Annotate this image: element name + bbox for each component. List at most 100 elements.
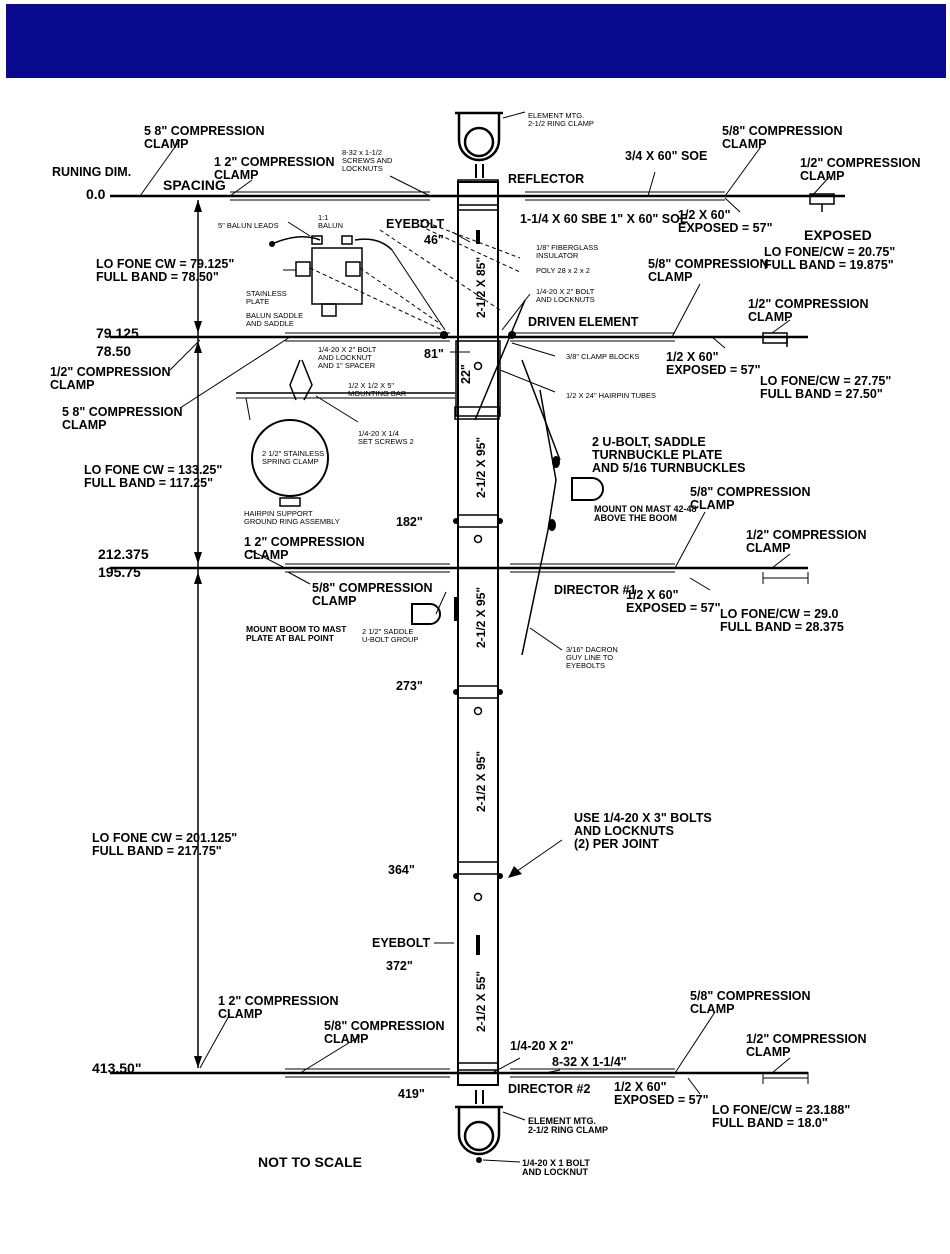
element-mtg-label: ELEMENT MTG.2-1/2 RING CLAMP [528, 111, 594, 128]
element-mtg-bottom-label: ELEMENT MTG.2-1/2 RING CLAMP [528, 1116, 608, 1135]
d1-dims: 1/2 X 60"EXPOSED = 57" [626, 588, 721, 615]
spacing-label: SPACING [163, 177, 226, 193]
spring-clamp [251, 419, 329, 497]
boom: 2-1/2 X 85" 2-1/2 X 95" 2-1/2 X 95" 2-1/… [453, 181, 503, 1086]
position-182: 182" [396, 515, 423, 529]
boom-hole [473, 361, 483, 371]
dim-22: 22" [459, 364, 473, 384]
reflector-element [110, 191, 845, 212]
eyebolt [476, 230, 480, 244]
exposed-label: EXPOSED [804, 227, 872, 243]
lofone-3: LO FONE CW = 201.125"FULL BAND = 217.75" [92, 831, 237, 858]
de-position-a: 79.125 [96, 325, 139, 341]
leader-lines [139, 139, 831, 1095]
d2-lofone: LO FONE/CW = 23.188"FULL BAND = 18.0" [712, 1103, 850, 1130]
boom-hole [473, 706, 483, 716]
mast-plate-bolt [454, 597, 458, 621]
poly-label: POLY 28 x 2 x 2 [536, 266, 590, 275]
joint-bolt [497, 873, 503, 879]
balun-leads-label: 5" BALUN LEADS [218, 221, 279, 230]
reflector-label: REFLECTOR [508, 172, 584, 186]
boom-section-4: 2-1/2 X 95" [474, 751, 488, 812]
eyebolt [476, 935, 480, 955]
eyebolt-bottom-position: 372" [386, 959, 413, 973]
director-1-element [110, 563, 809, 584]
ring-clamp-top [455, 111, 526, 178]
eyebolt-bottom-label: EYEBOLT [372, 936, 430, 950]
ring-clamp-bottom [455, 1090, 526, 1163]
balun-detail [269, 221, 501, 331]
director-2-element [110, 1068, 809, 1084]
d2-dims: 1/2 X 60"EXPOSED = 57" [614, 1080, 709, 1107]
boom-section-3: 2-1/2 X 95" [474, 587, 488, 648]
spacing-dimension [194, 200, 202, 1068]
header-band [6, 4, 946, 78]
de-lofone: LO FONE/CW = 27.75"FULL BAND = 27.50" [760, 374, 891, 401]
lofone-1: LO FONE CW = 79.125"FULL BAND = 78.50" [96, 257, 234, 284]
ubolt-saddle [571, 477, 604, 501]
bolt-label: 1/4-20 X 2" [510, 1039, 574, 1053]
director-2-mount-plate [457, 1062, 499, 1086]
balun-body [311, 247, 363, 305]
director-2-label: DIRECTOR #2 [508, 1082, 590, 1096]
de-dims: 1/2 X 60"EXPOSED = 57" [666, 350, 761, 377]
joint-bolt [453, 873, 459, 879]
boom-section-5: 2-1/2 X 55" [474, 971, 488, 1032]
not-to-scale-label: NOT TO SCALE [258, 1154, 362, 1170]
director-1-label: DIRECTOR #1 [554, 583, 636, 597]
hairpin-label: 1/2 X 24" HAIRPIN TUBES [566, 391, 656, 400]
clamp-blocks-label: 3/8" CLAMP BLOCKS [566, 352, 639, 361]
mounting-bar-label: 1/2 X 1/2 X 5"MOUNTING BAR [348, 381, 407, 398]
joint-bolt [453, 689, 459, 695]
reflector-mount-plate [457, 179, 499, 211]
soe-label: 3/4 X 60" SOE [625, 149, 707, 163]
position-364: 364" [388, 863, 415, 877]
boom-hole [473, 892, 483, 902]
eyebolt-position: 46" [424, 233, 444, 247]
lofone-2: LO FONE CW = 133.25"FULL BAND = 117.25" [84, 463, 222, 490]
boom-section-2: 2-1/2 X 95" [474, 437, 488, 498]
running-dim-label: RUNING DIM. [52, 165, 131, 179]
mast-support [411, 299, 604, 656]
position-273: 273" [396, 679, 423, 693]
driven-element-label: DRIVEN ELEMENT [528, 315, 639, 329]
screw-label: 8-32 X 1-1/4" [552, 1055, 627, 1069]
d1-position-b: 195.75 [98, 564, 141, 580]
d1-position-a: 212.375 [98, 546, 149, 562]
boom-section-1: 2-1/2 X 85" [474, 257, 488, 318]
hairpin-support [236, 359, 500, 507]
de-position-b: 78.50 [96, 343, 131, 359]
sbe-label: 1-1/4 X 60 SBE 1" X 60" SOE [520, 212, 688, 226]
position-81: 81" [424, 347, 444, 361]
boom-hole [473, 534, 483, 544]
de-mount-plate [455, 340, 501, 417]
position-419: 419" [398, 1087, 425, 1101]
labels: RUNING DIM. 0.0 SPACING 5 8" COMPRESSION… [50, 111, 921, 1177]
